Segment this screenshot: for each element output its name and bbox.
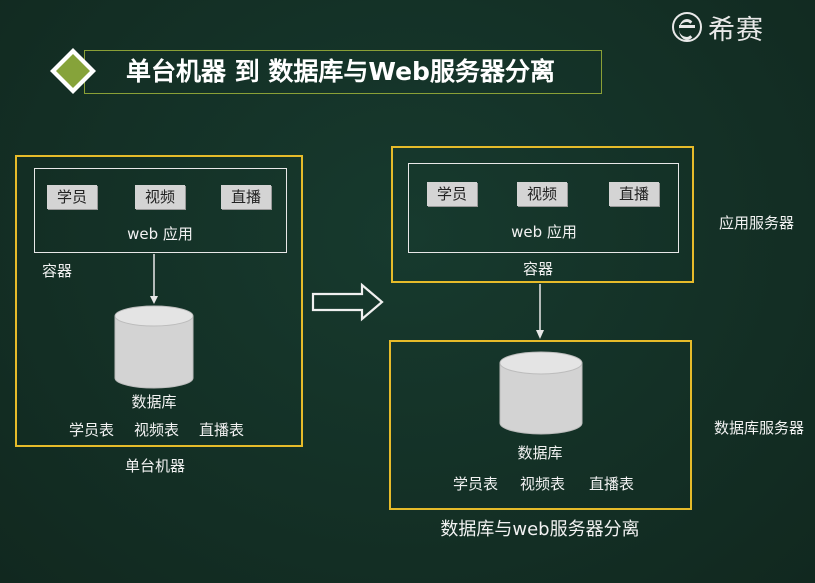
left-caption: 单台机器 xyxy=(124,457,185,475)
left-database-label: 数据库 xyxy=(131,393,177,411)
right-caption: 数据库与web服务器分离 xyxy=(440,519,640,540)
left-module-video: 视频 xyxy=(135,185,185,209)
left-connector-arrow xyxy=(150,254,158,304)
left-table-student: 学员表 xyxy=(69,421,115,439)
right-module-live: 直播 xyxy=(609,182,659,206)
left-module-student: 学员 xyxy=(47,185,97,209)
db-server-label: 数据库服务器 xyxy=(714,419,805,437)
slide-title: 单台机器 到 数据库与Web服务器分离 xyxy=(126,57,555,86)
left-web-app-box xyxy=(34,168,287,253)
logo-text: 希赛 xyxy=(708,14,764,46)
left-module-live: 直播 xyxy=(221,185,271,209)
right-container-label: 容器 xyxy=(522,260,553,278)
left-table-video: 视频表 xyxy=(134,421,180,439)
left-web-app-label: web 应用 xyxy=(127,225,193,243)
right-connector-arrow xyxy=(536,284,544,339)
right-database-icon xyxy=(499,351,583,435)
single-machine-box xyxy=(15,155,303,447)
right-web-app-box xyxy=(408,163,679,253)
left-database-icon xyxy=(114,305,194,389)
logo: 希赛 xyxy=(672,10,764,46)
right-web-app-label: web 应用 xyxy=(511,223,577,241)
left-table-live: 直播表 xyxy=(199,421,245,439)
right-table-video: 视频表 xyxy=(520,475,566,493)
left-container-label: 容器 xyxy=(42,262,73,280)
app-server-box xyxy=(391,146,694,283)
right-table-student: 学员表 xyxy=(453,475,499,493)
right-module-video: 视频 xyxy=(517,182,567,206)
logo-mark-icon xyxy=(672,12,702,42)
right-database-label: 数据库 xyxy=(517,444,563,462)
transition-arrow-icon xyxy=(311,282,384,322)
title-diamond-icon xyxy=(50,48,96,94)
db-server-box xyxy=(389,340,692,510)
app-server-label: 应用服务器 xyxy=(719,214,795,232)
right-module-student: 学员 xyxy=(427,182,477,206)
right-table-live: 直播表 xyxy=(589,475,635,493)
